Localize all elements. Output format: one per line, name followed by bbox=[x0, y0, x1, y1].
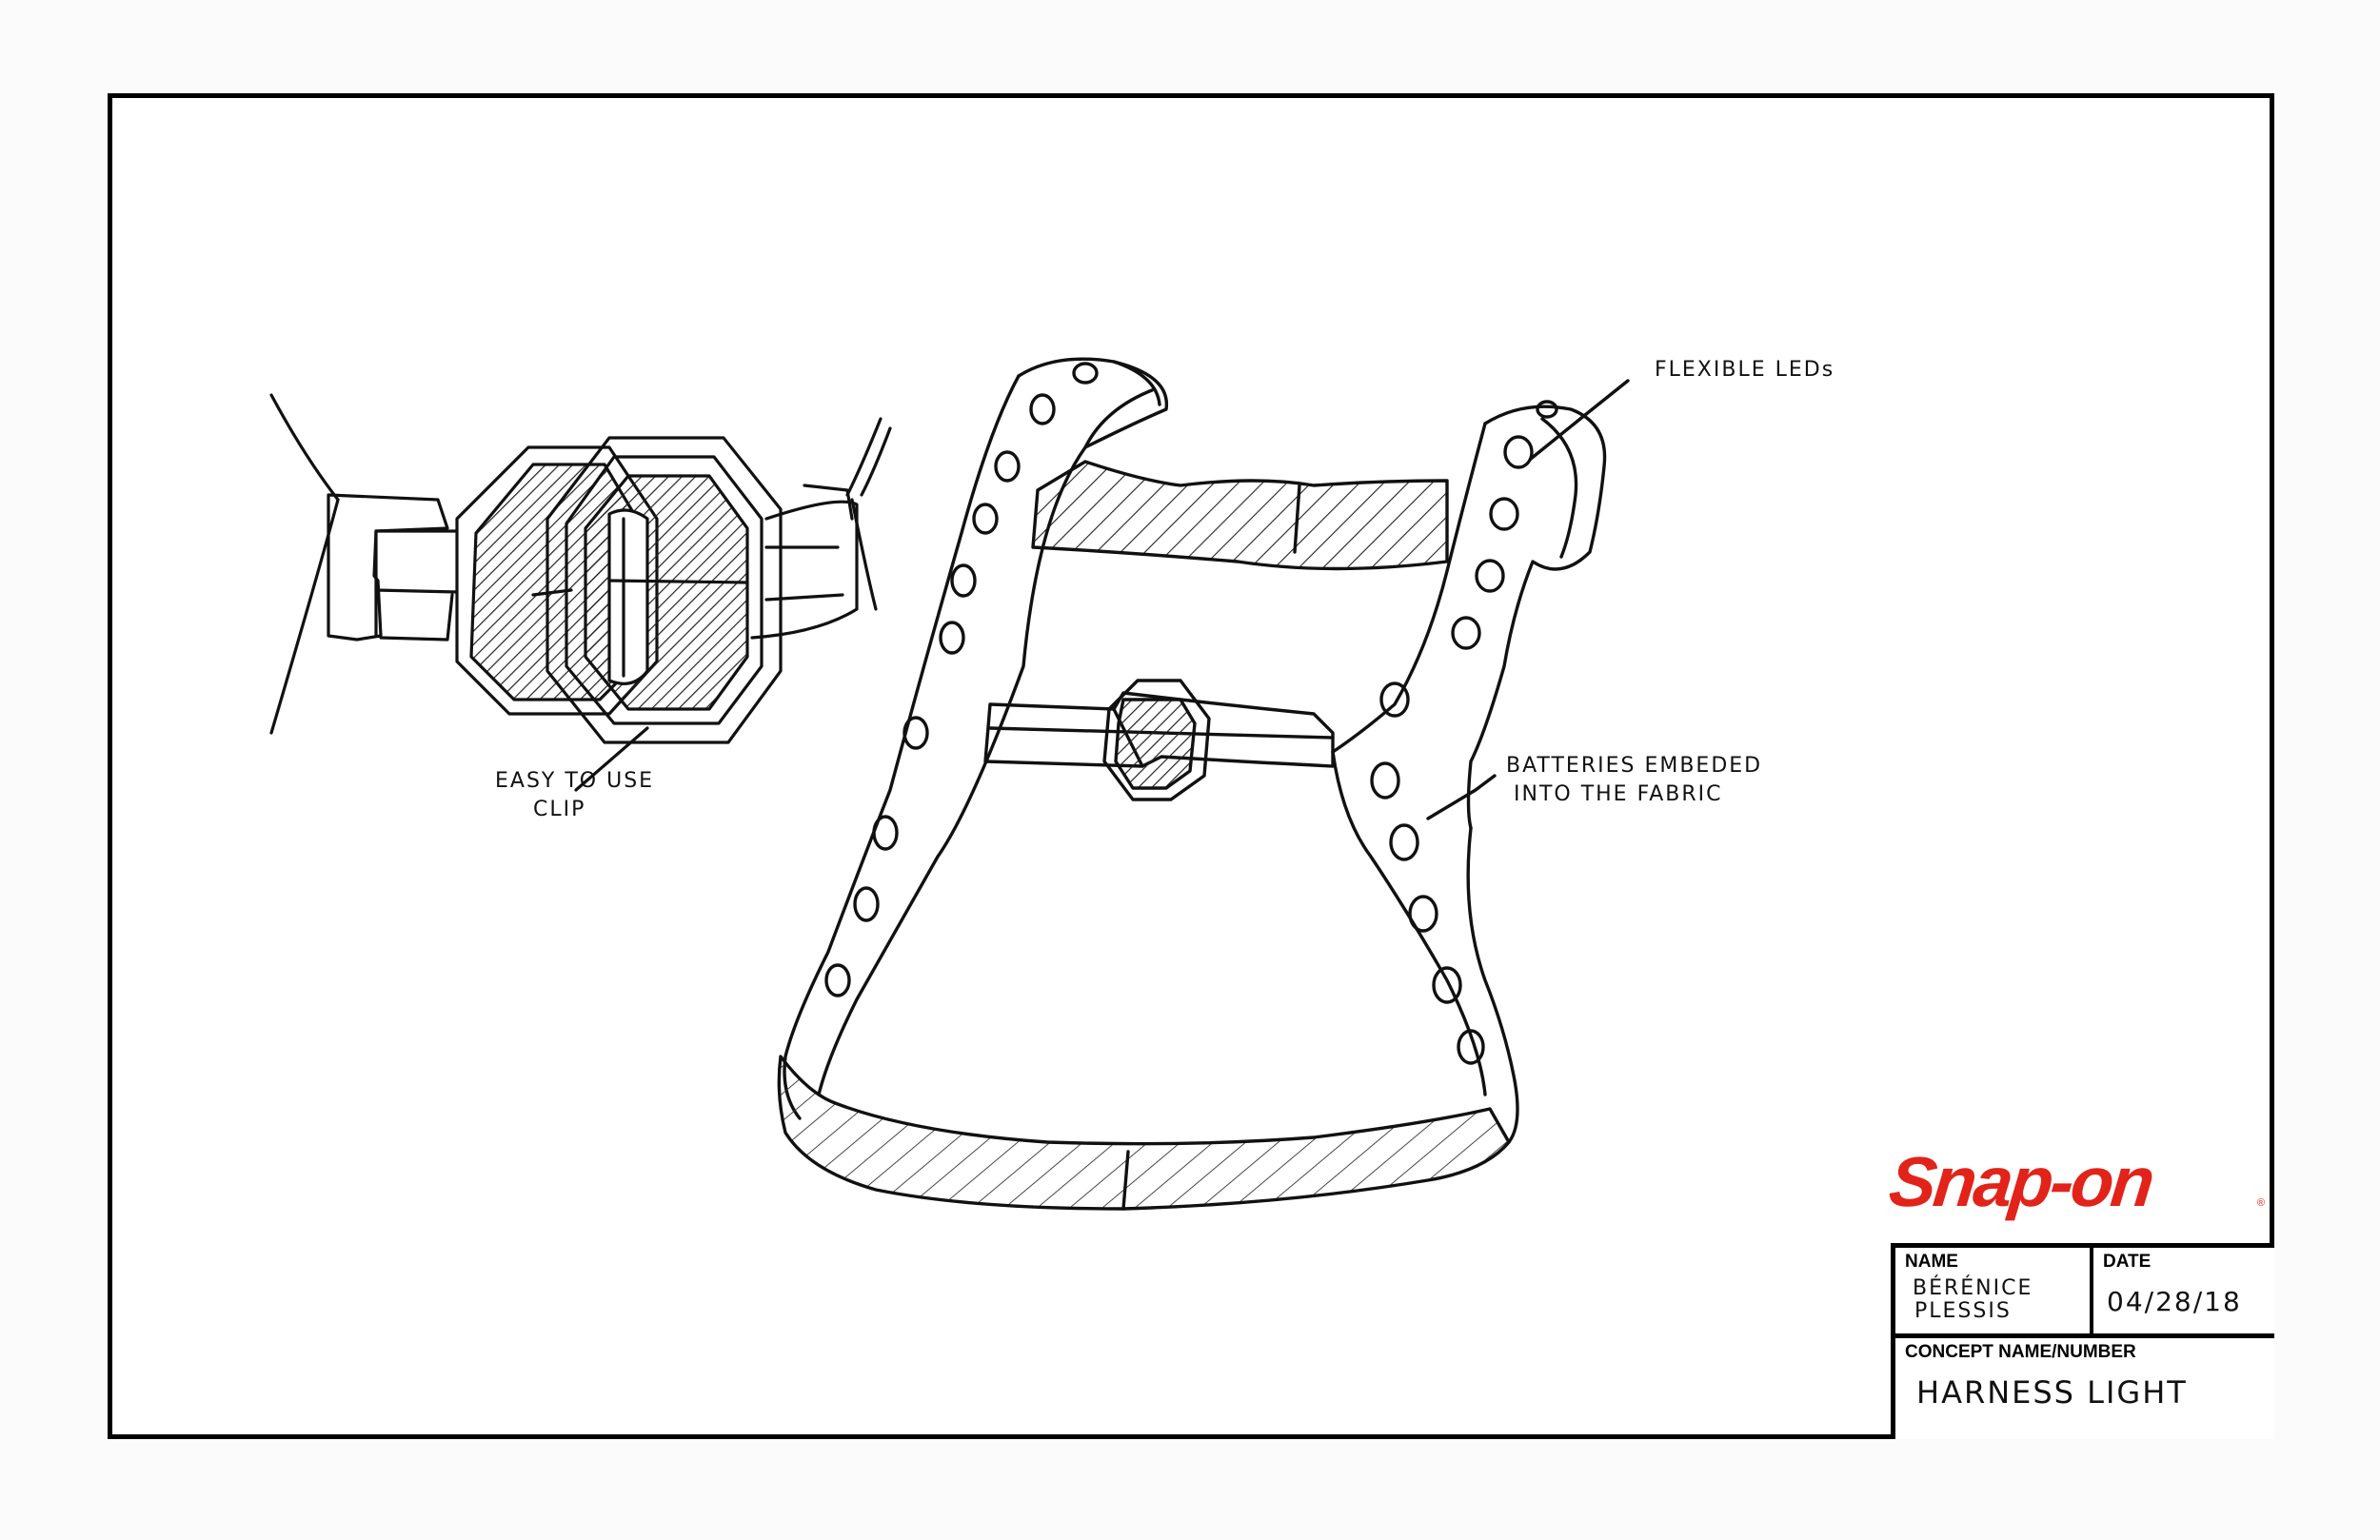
title-block: NAME BÉRÉNICE PLESSIS DATE 04/28/18 CONC… bbox=[1891, 1243, 2274, 1439]
date-label: DATE bbox=[2103, 1252, 2152, 1272]
name-value-line1: BÉRÉNICE bbox=[1913, 1276, 2033, 1300]
snap-on-logo: Snap-on ® bbox=[1886, 1142, 2265, 1221]
concept-label: CONCEPT NAME/NUMBER bbox=[1905, 1342, 2136, 1362]
buckle-sketch bbox=[269, 393, 892, 792]
led-dots-left bbox=[824, 362, 1099, 997]
annotation-batteries-line1: BATTERIES EMBEDED bbox=[1506, 754, 1763, 778]
annotation-batteries-line2: INTO THE FABRIC bbox=[1514, 782, 1723, 806]
annotation-clip-line2: CLIP bbox=[533, 798, 586, 821]
annotation-flexible-leds: FLEXIBLE LEDs bbox=[1655, 358, 1835, 382]
concept-cell: CONCEPT NAME/NUMBER HARNESS LIGHT bbox=[1895, 1338, 2274, 1444]
logo-wordmark: Snap-on bbox=[1885, 1142, 2156, 1221]
registered-mark: ® bbox=[2256, 1197, 2265, 1209]
name-label: NAME bbox=[1905, 1252, 1958, 1272]
harness-sketch bbox=[777, 357, 1630, 1211]
led-dots-right bbox=[1370, 400, 1558, 1065]
title-block-top-row: NAME BÉRÉNICE PLESSIS DATE 04/28/18 bbox=[1895, 1248, 2274, 1338]
concept-value: HARNESS LIGHT bbox=[1916, 1374, 2188, 1411]
annotation-clip-line1: EASY TO USE bbox=[495, 769, 655, 793]
name-value-line2: PLESSIS bbox=[1914, 1299, 2012, 1323]
name-cell: NAME BÉRÉNICE PLESSIS bbox=[1895, 1248, 2093, 1333]
date-value: 04/28/18 bbox=[2107, 1286, 2242, 1317]
date-cell: DATE 04/28/18 bbox=[2093, 1248, 2274, 1333]
